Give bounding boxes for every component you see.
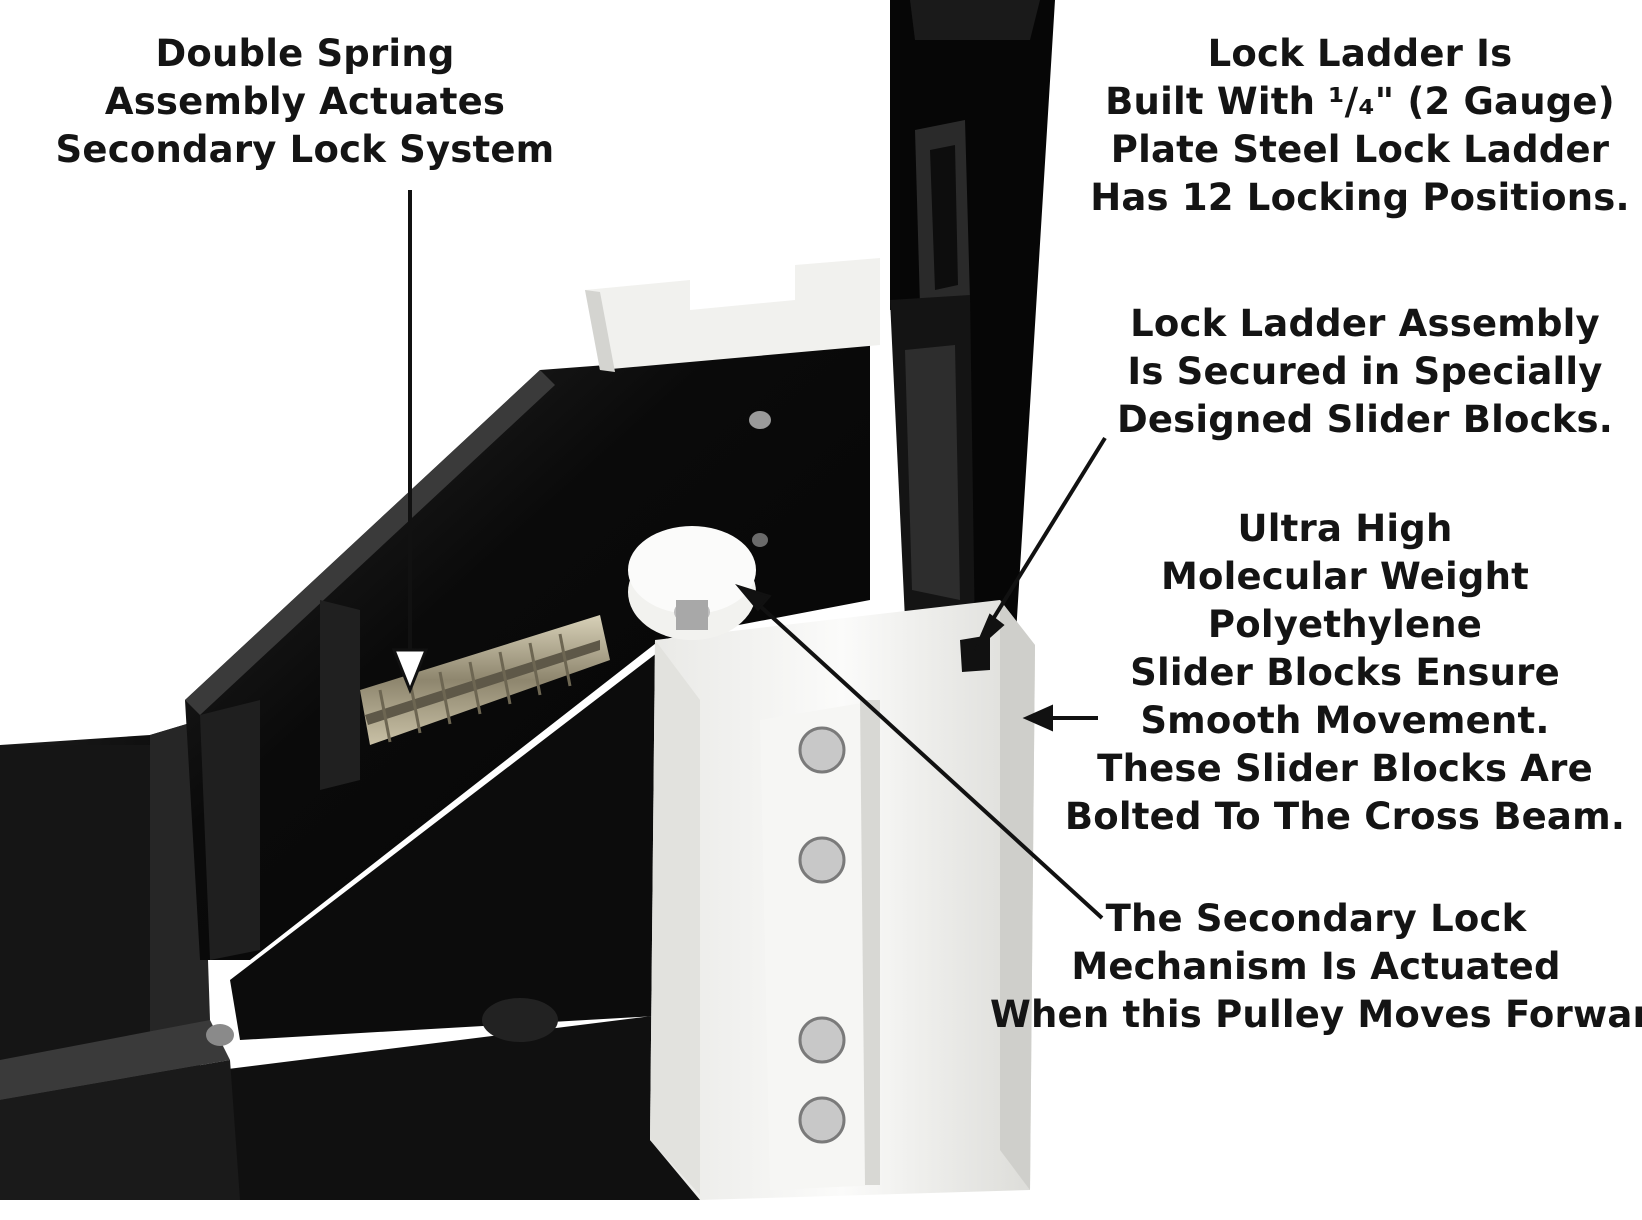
arrow-left-icon: [1022, 704, 1098, 732]
caption-line: Built With ¹/₄" (2 Gauge): [1105, 80, 1615, 123]
lock-ladder-caption: Lock Ladder Is Built With ¹/₄" (2 Gauge)…: [1090, 30, 1630, 222]
caption-line: Slider Blocks Ensure: [1130, 651, 1560, 694]
bolt-heads: [798, 726, 846, 1144]
annotation-arrows: [391, 190, 1107, 920]
caption-line: When this Pulley Moves Forward: [990, 993, 1642, 1036]
ladder-assembly-caption: Lock Ladder Assembly Is Secured in Speci…: [1095, 300, 1635, 444]
pulley: [628, 526, 756, 640]
spring-assembly-caption: Double Spring Assembly Actuates Secondar…: [40, 30, 570, 174]
caption-line: Assembly Actuates: [104, 80, 506, 123]
arrow-down-icon: [391, 190, 429, 695]
caption-line: Secondary Lock System: [55, 128, 555, 171]
caption-line: Mechanism Is Actuated: [1071, 945, 1561, 988]
caption-line: Plate Steel Lock Ladder: [1110, 128, 1610, 171]
secondary-lock-caption: The Secondary Lock Mechanism Is Actuated…: [990, 895, 1642, 1039]
caption-line: Polyethylene: [1207, 603, 1483, 646]
caption-line: Double Spring: [155, 32, 455, 75]
uhmw-slider-block: [650, 600, 1035, 1200]
caption-line: Bolted To The Cross Beam.: [1064, 795, 1626, 838]
lock-ladder: [890, 0, 1055, 655]
caption-line: Is Secured in Specially: [1127, 350, 1603, 393]
caption-line: Designed Slider Blocks.: [1116, 398, 1614, 441]
double-spring: [360, 615, 610, 745]
slider-blocks-caption: Ultra High Molecular Weight Polyethylene…: [1045, 505, 1642, 841]
caption-line: Lock Ladder Is: [1207, 32, 1513, 75]
caption-line: Lock Ladder Assembly: [1130, 302, 1600, 345]
rear-slider-block: [585, 258, 880, 372]
caption-line: These Slider Blocks Are: [1097, 747, 1593, 790]
caption-line: Smooth Movement.: [1140, 699, 1550, 742]
arrow-diagonal-icon: [974, 436, 1107, 651]
caption-line: Molecular Weight: [1160, 555, 1530, 598]
caption-line: Has 12 Locking Positions.: [1090, 176, 1630, 219]
caption-line: The Secondary Lock: [1105, 897, 1527, 940]
cross-beam-frame: [0, 720, 700, 1200]
arrow-diagonal-icon: [735, 584, 1104, 920]
caption-line: Ultra High: [1237, 507, 1453, 550]
